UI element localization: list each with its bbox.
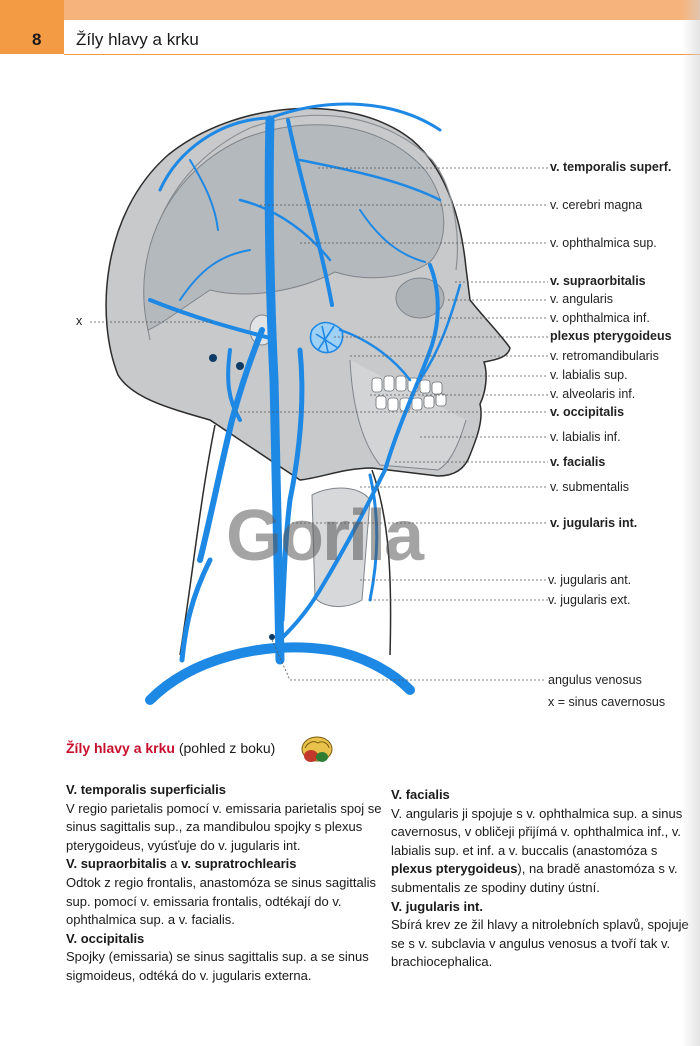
neck-outline: [179, 424, 216, 656]
caption-title: Žíly hlavy a krku: [66, 740, 175, 756]
section-heading: V. facialis: [391, 787, 450, 802]
section-text: Spojky (emissaria) se sinus sagittalis s…: [66, 949, 369, 983]
section-text: V regio parietalis pomocí v. emissaria p…: [66, 800, 382, 853]
label-jugularis-int: v. jugularis int.: [550, 516, 638, 530]
section-heading: V. temporalis superficialis: [66, 782, 226, 797]
label-supraorbitalis: v. supraorbitalis: [550, 274, 646, 288]
header-bar: [0, 0, 700, 20]
text-column-right: V. facialis V. angularis ji spojuje s v.…: [391, 786, 696, 972]
label-jugularis-ext: v. jugularis ext.: [548, 593, 631, 607]
watermark-logo: Gorila: [226, 496, 424, 576]
label-labialis-sup: v. labialis sup.: [550, 368, 628, 382]
section-heading: V. occipitalis: [66, 930, 145, 946]
chapter-title: Žíly hlavy a krku: [76, 30, 199, 49]
header-rule: [64, 54, 700, 55]
angulus-venosus-dot: [269, 634, 275, 640]
label-retromandibularis: v. retromandibularis: [550, 349, 659, 363]
page-header: 8 Žíly hlavy a krku: [0, 0, 700, 56]
orbit: [395, 277, 445, 319]
label-labialis-inf: v. labialis inf.: [550, 430, 621, 444]
label-alveolaris-inf: v. alveolaris inf.: [550, 387, 636, 401]
label-temporalis-superf: v. temporalis superf.: [550, 160, 672, 174]
label-occipitalis: v. occipitalis: [550, 405, 625, 419]
page-number-box: [0, 0, 64, 54]
figure-caption: Žíly hlavy a krku (pohled z boku): [66, 740, 275, 756]
section-heading-combined: V. supraorbitalis a v. supratrochlearis: [66, 856, 297, 872]
label-angulus-venosus: angulus venosus: [548, 673, 642, 687]
label-facialis: v. facialis: [550, 455, 606, 469]
section-heading: V. jugularis int.: [391, 898, 483, 914]
label-ophthalmica-inf: v. ophthalmica inf.: [550, 311, 650, 325]
x-marker-dot-2: [236, 362, 244, 370]
text-column-left: V. temporalis superficialis V regio pari…: [66, 781, 382, 986]
section-text: Odtok z regio frontalis, anastomóza se s…: [66, 874, 376, 928]
label-jugularis-ant: v. jugularis ant.: [548, 573, 632, 587]
label-x-marker: x: [76, 314, 83, 328]
section-text: V. angularis ji spojuje s v. ophthalmica…: [391, 805, 683, 895]
label-submentalis: v. submentalis: [550, 480, 629, 494]
label-cerebri-magna: v. cerebri magna: [550, 198, 643, 212]
section-text: Sbírá krev ze žil hlavy a nitrolebních s…: [391, 917, 689, 970]
label-plexus-pterygoideus: plexus pterygoideus: [550, 329, 672, 343]
page-number: 8: [32, 30, 42, 49]
vein-network: [145, 102, 462, 705]
label-angularis: v. angularis: [550, 292, 613, 306]
label-sinus-cavernosus: x = sinus cavernosus: [548, 695, 666, 709]
page-edge-shadow: [682, 0, 700, 1046]
plexus-pterygoideus-mesh: [309, 321, 344, 354]
leader-lines: [90, 167, 548, 681]
x-marker-dot: [209, 354, 217, 362]
head-veins-illustration: [90, 102, 548, 705]
label-ophthalmica-sup: v. ophthalmica sup.: [550, 236, 657, 250]
caption-subtitle: (pohled z boku): [178, 740, 276, 756]
brain-icon: [301, 736, 333, 762]
